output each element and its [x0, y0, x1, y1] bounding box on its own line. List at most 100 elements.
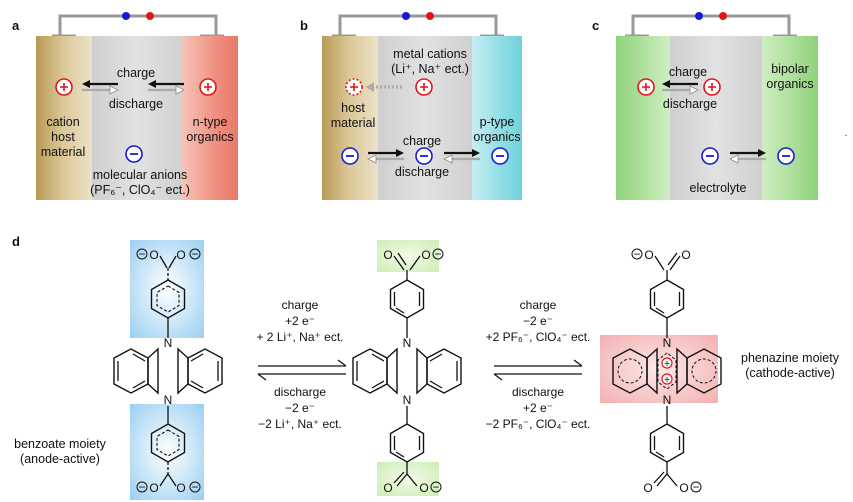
- cation-icon: [703, 78, 721, 96]
- benzoate-label-2: (anode-active): [20, 452, 100, 466]
- right-above-3: +2 PF₆⁻, ClO₄⁻ ect.: [486, 330, 591, 344]
- oxygen-label: O: [149, 248, 158, 262]
- anion-icon: [415, 147, 433, 165]
- panel-d: d − O O −: [12, 234, 840, 500]
- svg-text:O: O: [176, 481, 185, 495]
- left-below-2: −2 e⁻: [285, 401, 315, 415]
- phenazine-label-2: (cathode-active): [745, 366, 835, 380]
- svg-text:−: −: [432, 480, 439, 494]
- anion-icon: [341, 147, 359, 165]
- phenazine-highlight: [600, 335, 718, 403]
- oxygen-label: O: [176, 248, 185, 262]
- anion-icon: [701, 147, 719, 165]
- n-type-electrode: [182, 36, 238, 200]
- host-electrode: [322, 36, 378, 200]
- anion-icon: [125, 145, 143, 163]
- right-above-2: −2 e⁻: [523, 314, 553, 328]
- right-label-2: organics: [766, 77, 813, 91]
- cation-label-2: (Li⁺, Na⁺ ect.): [391, 62, 469, 76]
- anion-label-2: (PF₆⁻, ClO₄⁻ ect.): [90, 183, 190, 197]
- right-label-1: bipolar: [771, 62, 809, 76]
- neutral-highlight-bottom: [377, 462, 439, 496]
- right-below-3: −2 PF₆⁻, ClO₄⁻ ect.: [486, 417, 591, 431]
- charge-label: charge: [403, 134, 441, 148]
- svg-text:−: −: [138, 480, 145, 494]
- svg-text:N: N: [663, 336, 672, 350]
- panel-b: b metal cations (Li⁺, Na⁺ ect.) host mat…: [300, 10, 522, 200]
- nitrogen-label: N: [164, 393, 173, 407]
- svg-text:O: O: [681, 248, 690, 262]
- charge-label: charge: [117, 66, 155, 80]
- left-label-1: host: [341, 101, 365, 115]
- left-above-3: + 2 Li⁺, Na⁺ ect.: [256, 330, 343, 344]
- bipolar-electrode-left: [616, 36, 670, 200]
- bipolar-electrode-right: [762, 36, 818, 200]
- cation-label-1: metal cations: [393, 47, 467, 61]
- anion-icon: [777, 147, 795, 165]
- panel-b-letter: b: [300, 18, 308, 33]
- right-label-1: p-type: [480, 115, 515, 129]
- cation-icon: [199, 78, 217, 96]
- svg-text:N: N: [663, 393, 672, 407]
- panel-a-letter: a: [12, 18, 20, 33]
- plus-charge: +: [664, 375, 670, 386]
- svg-text:O: O: [421, 248, 430, 262]
- anion-icon: [491, 147, 509, 165]
- svg-text:O: O: [644, 248, 653, 262]
- electrolyte-region: [670, 36, 762, 200]
- benzoate-highlight-bottom: [130, 404, 204, 500]
- svg-text:O: O: [383, 248, 392, 262]
- svg-text:−: −: [633, 247, 640, 261]
- left-label-2: material: [331, 116, 375, 130]
- electrolyte-region: [92, 36, 182, 200]
- svg-text:N: N: [403, 336, 412, 350]
- benzoate-label-1: benzoate moiety: [14, 437, 106, 451]
- left-label-2: host: [51, 130, 75, 144]
- nitrogen-label: N: [164, 336, 173, 350]
- discharge-label: discharge: [395, 165, 449, 179]
- svg-text:O: O: [679, 481, 688, 495]
- cation-icon: [637, 78, 655, 96]
- benzoate-highlight-top: [130, 240, 204, 338]
- discharge-label: discharge: [663, 97, 717, 111]
- charge-label: charge: [669, 65, 707, 79]
- right-label-2: organics: [473, 130, 520, 144]
- panel-c-letter: c: [592, 18, 599, 33]
- left-label-3: material: [41, 145, 85, 159]
- panel-c: c charge discharge bipolar organics elec…: [592, 10, 848, 200]
- cation-icon: [415, 78, 433, 96]
- svg-text:·: ·: [844, 130, 847, 141]
- svg-text:−: −: [191, 480, 198, 494]
- svg-text:O: O: [383, 481, 392, 495]
- left-below-3: −2 Li⁺, Na⁺ ect.: [258, 417, 342, 431]
- panel-a: a charge discharge cation host material …: [12, 10, 238, 200]
- panel-d-letter: d: [12, 234, 20, 249]
- cation-host-electrode: [36, 36, 92, 200]
- left-label-1: cation: [46, 115, 79, 129]
- discharge-label: discharge: [109, 97, 163, 111]
- minus-charge: −: [138, 247, 145, 261]
- right-label-2: organics: [186, 130, 233, 144]
- electrolyte-label: electrolyte: [690, 181, 747, 195]
- left-above-2: +2 e⁻: [285, 314, 315, 328]
- svg-text:N: N: [403, 393, 412, 407]
- neutral-highlight-top: [377, 240, 439, 272]
- phenazine-label-1: phenazine moiety: [741, 351, 840, 365]
- svg-text:O: O: [419, 481, 428, 495]
- equilibrium-arrows-left: [257, 359, 347, 381]
- svg-text:O: O: [643, 481, 652, 495]
- plus-charge: +: [664, 359, 670, 370]
- p-type-electrode: [472, 36, 522, 200]
- svg-text:O: O: [149, 481, 158, 495]
- svg-text:−: −: [191, 247, 198, 261]
- equilibrium-arrows-right: [493, 359, 583, 381]
- svg-text:−: −: [434, 247, 441, 261]
- svg-text:−: −: [692, 480, 699, 494]
- right-label-1: n-type: [193, 115, 228, 129]
- left-below-1: discharge: [274, 385, 326, 399]
- right-below-1: discharge: [512, 385, 564, 399]
- right-above-1: charge: [520, 298, 557, 312]
- electrolyte-region: [378, 36, 472, 200]
- anion-label-1: molecular anions: [93, 168, 188, 182]
